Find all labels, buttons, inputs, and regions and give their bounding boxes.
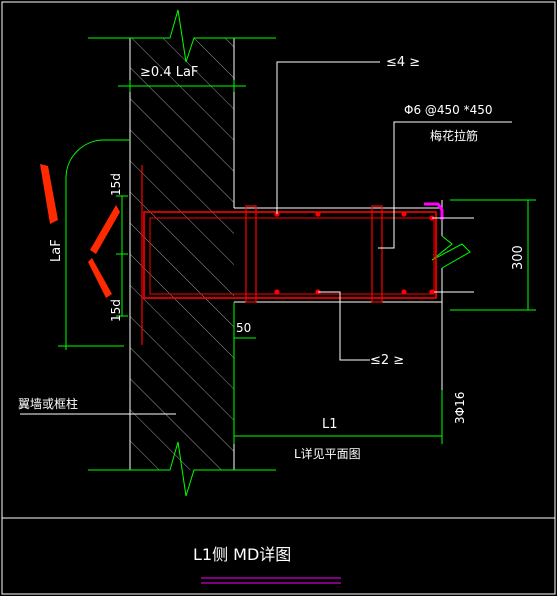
height-dimension-label: 300 [511,245,526,270]
bottom-callout-label: ≤2 ≥ [370,353,404,368]
wall-label: 翼墙或框柱 [18,396,78,411]
dimension-lines [58,80,536,444]
top-dimension-label: ≥0.4 LaF [140,65,198,80]
break-line-top [88,9,276,63]
stirrup-name-label: 梅花拉筋 [430,128,478,143]
span-note-label: L详见平面图 [294,446,361,461]
top-callout-label: ≤4 ≥ [386,55,420,70]
bottom-bars-label: 3Φ16 [453,392,467,424]
arrow-marker-upper [90,205,120,254]
hook-bar [424,202,444,220]
drawing-title: L1侧 MD详图 [193,545,291,564]
upper-hook-label: 15d [109,173,123,196]
beam-break-line [431,235,471,269]
arrow-marker-left [40,164,58,224]
offset-dimension-label: 50 [236,321,251,335]
span-label: L1 [322,417,338,432]
arrow-marker-lower [88,258,112,298]
wall-column [88,9,276,497]
stirrup-spec-label: Φ6 @450 *450 [404,103,493,117]
leader-lines [20,61,512,415]
break-line-bottom [88,441,276,497]
arrow-markers [40,164,120,298]
lower-hook-label: 15d [109,299,123,322]
left-dimension-label: LaF [49,239,64,262]
